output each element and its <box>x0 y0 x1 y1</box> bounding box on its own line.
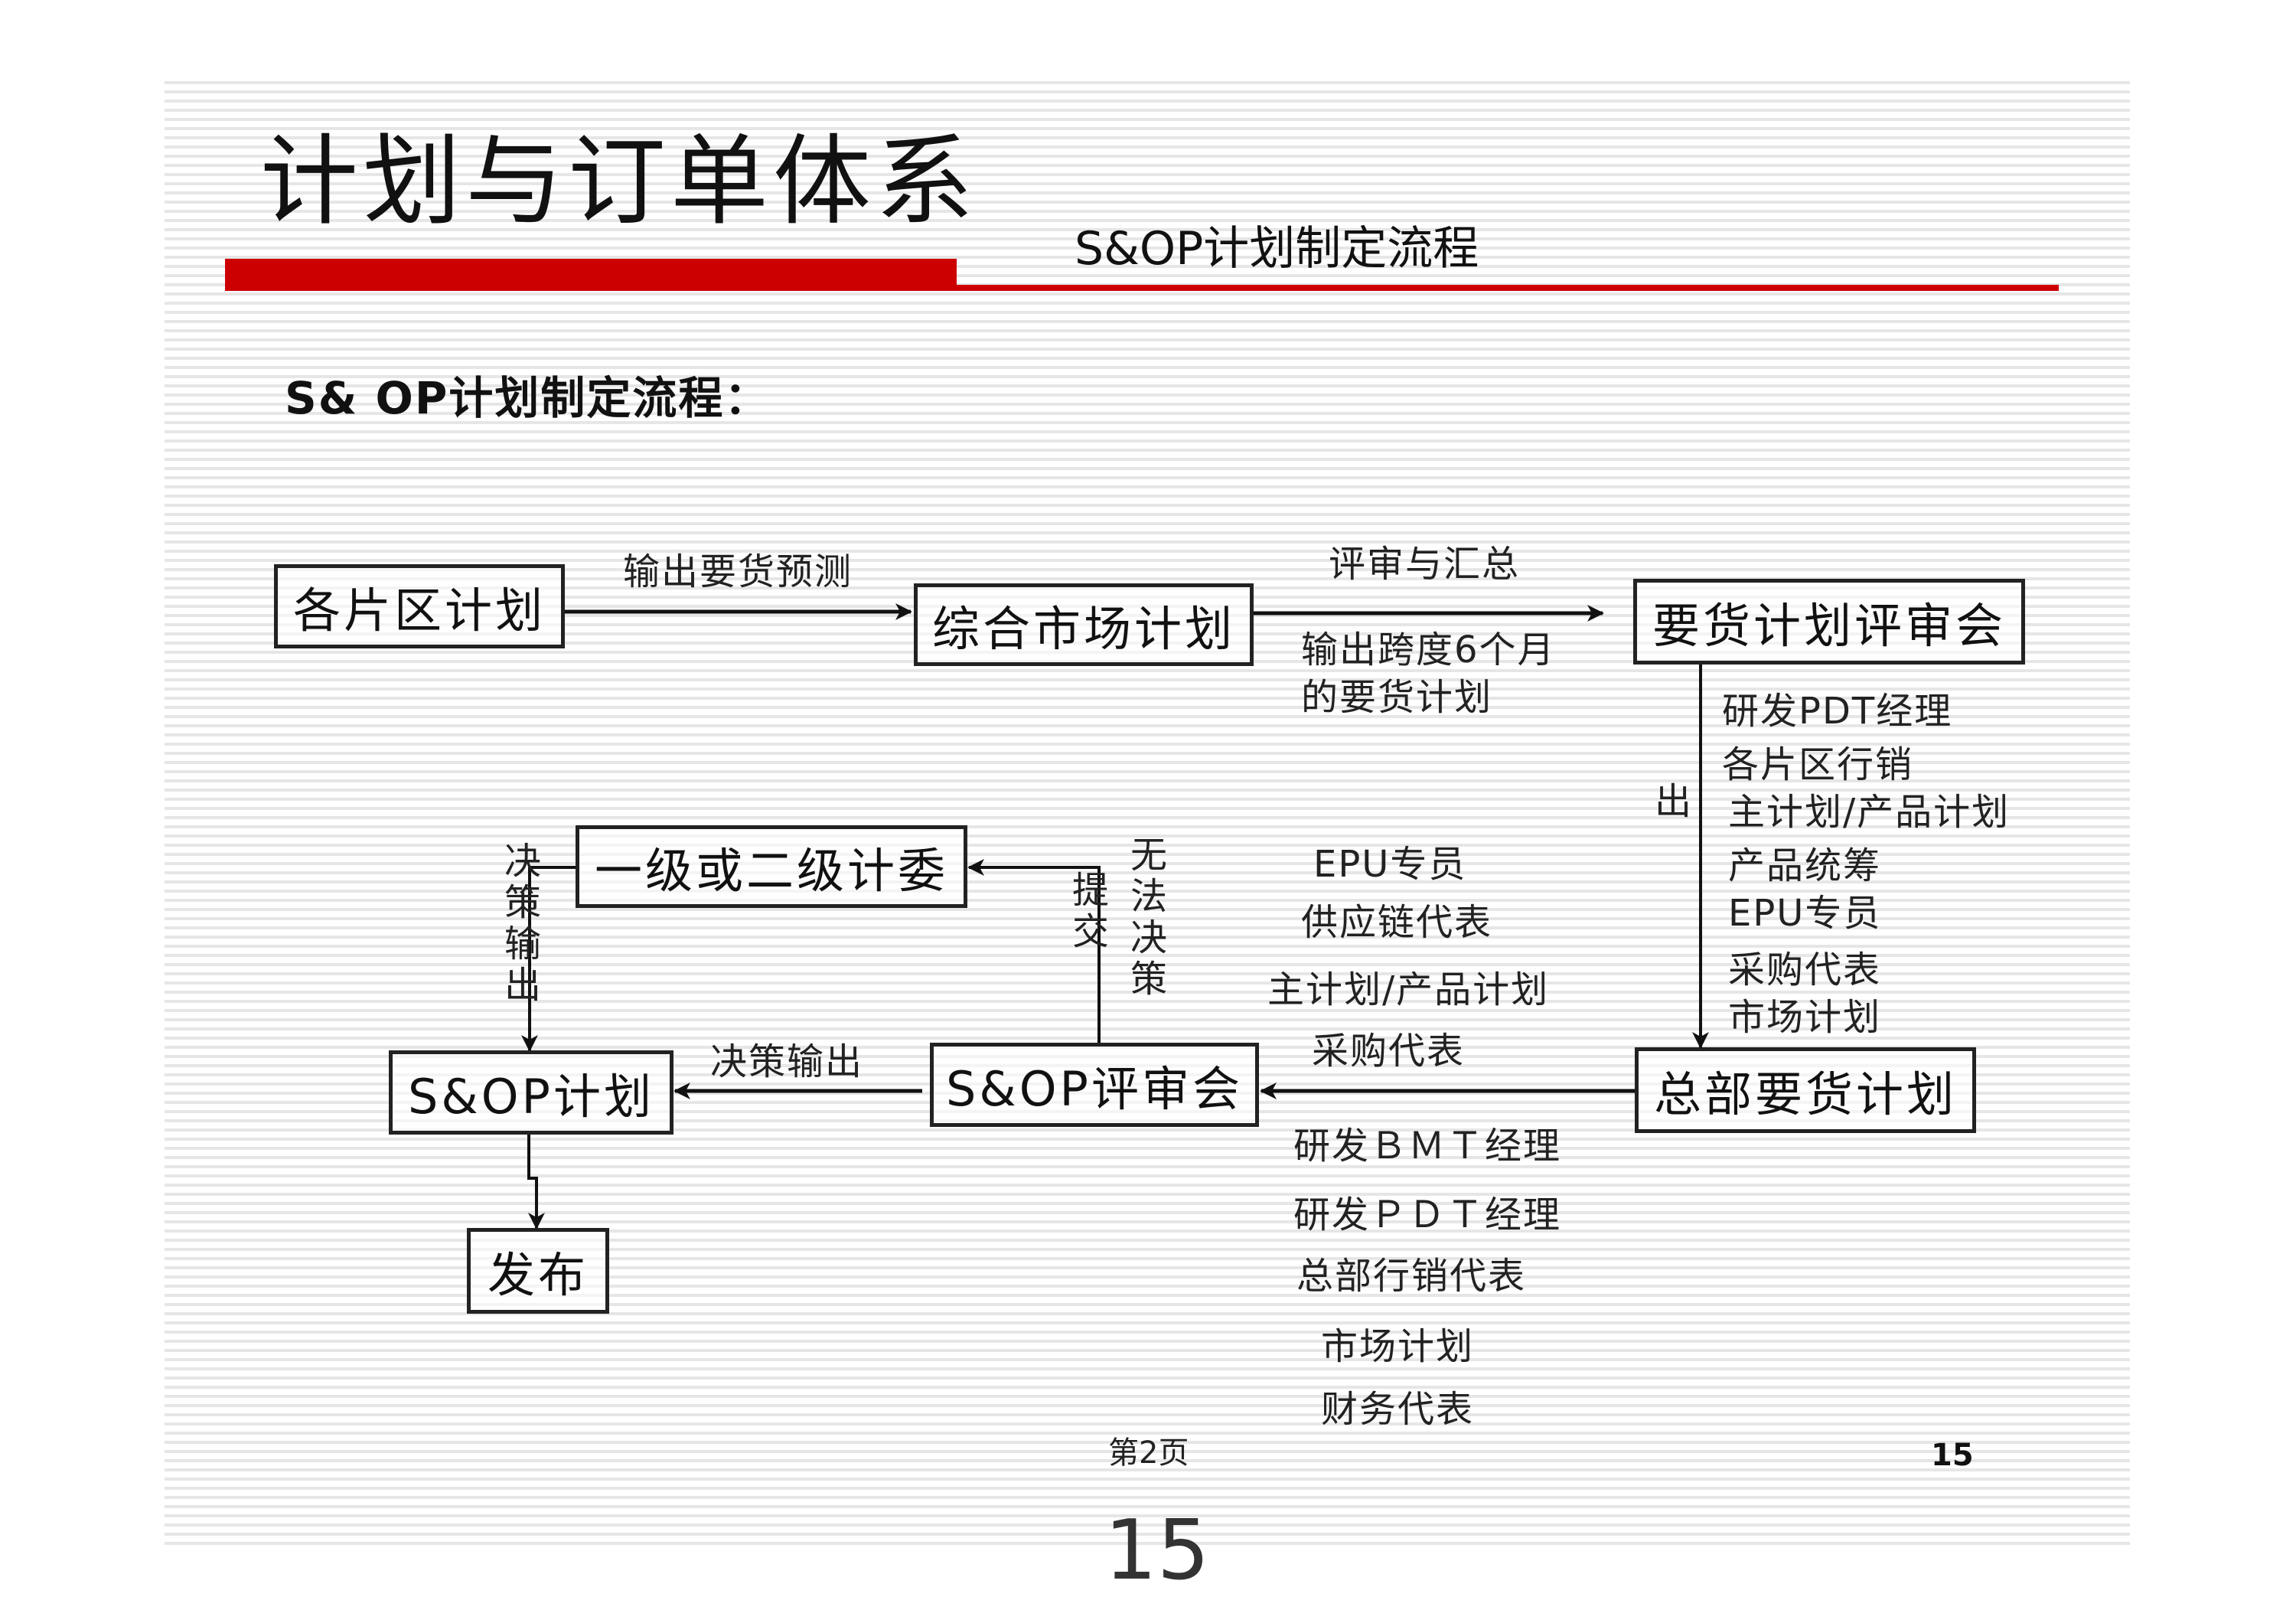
char: 策 <box>504 881 541 924</box>
box-label: S&OP评审会 <box>946 1061 1243 1117</box>
edge-label-output-6-month-2: 的要货计划 <box>1301 676 1493 719</box>
vertical-label-cannot-decide: 无 法 决 策 <box>1128 834 1169 1000</box>
participant-demand-review: 采购代表 <box>1728 949 1882 991</box>
participant-sop-review: EPU专员 <box>1313 843 1467 886</box>
char: 决 <box>1130 916 1167 959</box>
slide-footer-number: 15 <box>1931 1438 1974 1473</box>
char: 无 <box>1130 834 1167 877</box>
participant-sop-review: 采购代表 <box>1312 1030 1466 1073</box>
participant-sop-review: 财务代表 <box>1321 1388 1475 1431</box>
participant-sop-review: 市场计划 <box>1321 1325 1475 1368</box>
section-heading: S& OP计划制定流程： <box>285 372 771 424</box>
char: 策 <box>1130 958 1167 1001</box>
char: 出 <box>504 964 541 1007</box>
vertical-label-submit: 提 交 <box>1070 870 1111 952</box>
box-hq-demand-plan: 总部要货计划 <box>1635 1047 1976 1133</box>
edge-label-output-short: 出 <box>1655 780 1694 823</box>
char: 输 <box>504 923 541 965</box>
char: 提 <box>1071 869 1109 912</box>
participant-sop-review: 供应链代表 <box>1301 901 1493 944</box>
box-label: 总部要货计划 <box>1653 1066 1957 1122</box>
title-underline <box>957 285 2059 291</box>
char: 决 <box>504 840 541 883</box>
box-level-committee: 一级或二级计委 <box>576 825 967 908</box>
participant-demand-review: 研发PDT经理 <box>1722 690 1953 733</box>
box-sop-review: S&OP评审会 <box>930 1043 1259 1127</box>
box-label: S&OP计划 <box>408 1069 654 1125</box>
participant-demand-review: EPU专员 <box>1728 892 1882 935</box>
slide-subtitle: S&OP计划制定流程 <box>1075 222 1479 276</box>
box-sop-plan: S&OP计划 <box>389 1050 673 1135</box>
edge-label-output-forecast: 输出要货预测 <box>623 550 853 593</box>
participant-demand-review: 产品统筹 <box>1728 844 1882 887</box>
edge-label-output-6-month-1: 输出跨度6个月 <box>1301 629 1556 671</box>
box-label: 一级或二级计委 <box>594 843 948 899</box>
box-integrated-market-plan: 综合市场计划 <box>914 583 1254 666</box>
box-publish: 发布 <box>467 1228 609 1314</box>
participant-demand-review: 各片区行销 <box>1722 743 1914 786</box>
participant-demand-review: 市场计划 <box>1728 996 1882 1039</box>
vertical-label-decision-output: 决 策 输 出 <box>502 841 543 1006</box>
char: 交 <box>1071 910 1109 953</box>
char: 法 <box>1130 875 1167 918</box>
participant-sop-review: 研发ＢＭＴ经理 <box>1293 1125 1562 1167</box>
slide-footer-page: 第2页 <box>1108 1435 1189 1471</box>
edge-label-decision-output: 决策输出 <box>710 1040 864 1083</box>
participant-sop-review: 研发ＰＤＴ经理 <box>1293 1194 1562 1236</box>
box-label: 综合市场计划 <box>931 601 1235 657</box>
document-page-number: 15 <box>1104 1503 1210 1599</box>
box-demand-plan-review: 要货计划评审会 <box>1633 579 2025 665</box>
box-label: 各片区计划 <box>292 583 546 638</box>
title-accent-bar <box>225 259 957 291</box>
box-regional-plan: 各片区计划 <box>274 564 565 648</box>
participant-sop-review: 总部行销代表 <box>1296 1255 1527 1298</box>
box-label: 要货计划评审会 <box>1652 598 2006 654</box>
box-label: 发布 <box>487 1247 589 1303</box>
participant-demand-review: 主计划/产品计划 <box>1728 791 2011 834</box>
participant-sop-review: 主计划/产品计划 <box>1267 968 1550 1011</box>
slide-title: 计划与订单体系 <box>260 125 979 239</box>
edge-label-review-summarize: 评审与汇总 <box>1329 543 1521 586</box>
